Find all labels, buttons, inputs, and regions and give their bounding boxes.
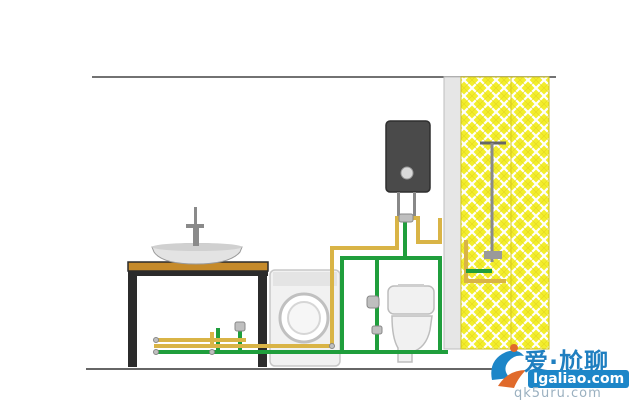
partition-wall bbox=[443, 76, 462, 350]
washbasin-icon bbox=[151, 207, 243, 265]
watermark-url[interactable]: Igaliao.com bbox=[528, 370, 630, 388]
cold-water-pipes bbox=[154, 218, 448, 354]
watermark-subtext: qk5uru.com bbox=[514, 386, 602, 401]
pipe-fittings bbox=[153, 213, 414, 355]
watermark: 爱·尬聊 Igaliao.com qk5uru.com bbox=[484, 338, 640, 404]
water-heater-icon bbox=[385, 120, 431, 218]
tiled-wall bbox=[460, 76, 550, 350]
watermark-logo-icon bbox=[491, 344, 526, 388]
shower-icon bbox=[464, 141, 506, 283]
washing-machine-icon bbox=[269, 269, 341, 367]
